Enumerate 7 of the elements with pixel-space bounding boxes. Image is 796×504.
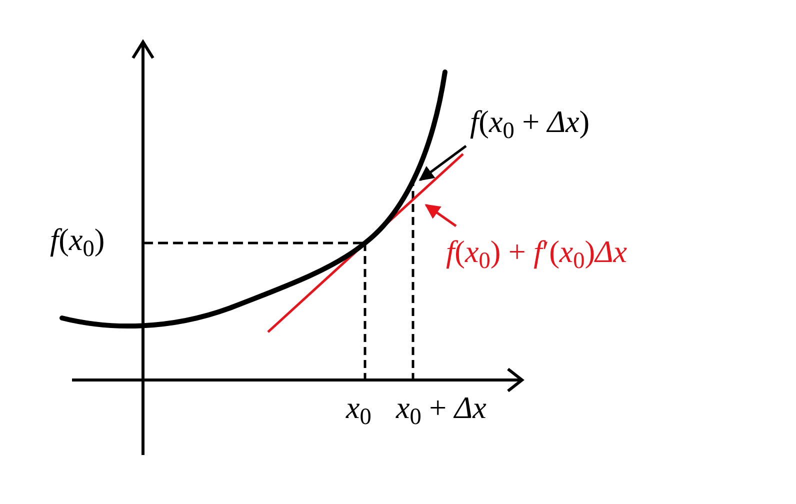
axis-label: x$_{0}$ + Δx bbox=[396, 392, 486, 423]
axis-label: f(x$_{0}$) bbox=[50, 224, 105, 255]
leader-arrow bbox=[418, 145, 467, 181]
leader-arrow bbox=[424, 204, 457, 228]
formula-label: f(x$_{0}$ + Δx) bbox=[470, 104, 590, 139]
axis-label: x$_{0}$ bbox=[346, 392, 372, 423]
formula-label: f(x$_{0}$) + f′(x$_{0}$)Δx bbox=[446, 234, 628, 269]
